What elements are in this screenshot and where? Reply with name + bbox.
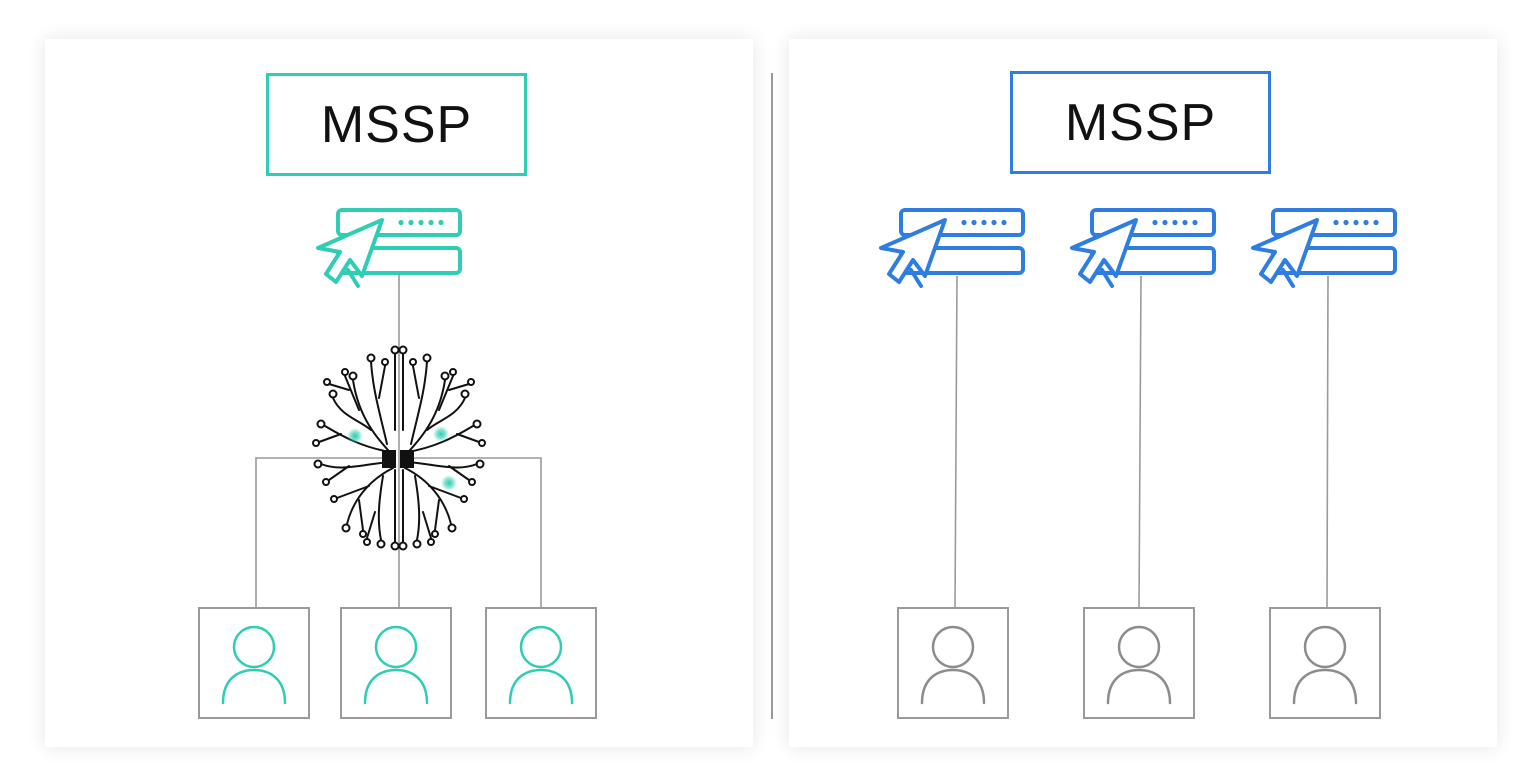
panel-divider bbox=[771, 73, 773, 719]
server-cursor-icon bbox=[1251, 208, 1397, 288]
mssp-label-left: MSSP bbox=[320, 95, 473, 154]
customer-box-left-3 bbox=[484, 606, 598, 720]
mssp-box-left: MSSP bbox=[266, 73, 527, 176]
server-cursor-icon bbox=[1070, 208, 1216, 288]
server-cursor-icon bbox=[316, 208, 462, 288]
server-cursor-icon bbox=[879, 208, 1025, 288]
mssp-box-right: MSSP bbox=[1010, 71, 1271, 174]
mssp-label-right: MSSP bbox=[1064, 93, 1217, 152]
customer-box-right-3 bbox=[1268, 606, 1382, 720]
customer-box-right-1 bbox=[896, 606, 1010, 720]
customer-box-left-1 bbox=[197, 606, 311, 720]
circuit-brain-icon bbox=[312, 345, 486, 551]
right-connector-lines bbox=[954, 275, 1329, 609]
customer-box-right-2 bbox=[1082, 606, 1196, 720]
left-connector-lines bbox=[255, 275, 542, 608]
customer-box-left-2 bbox=[339, 606, 453, 720]
